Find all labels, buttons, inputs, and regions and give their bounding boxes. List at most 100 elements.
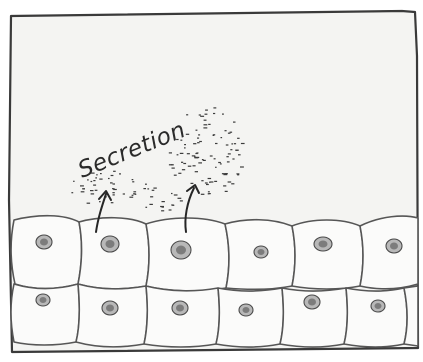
secretion-particle bbox=[73, 181, 75, 182]
epithelial-cell bbox=[78, 218, 149, 289]
secretion-particle bbox=[91, 181, 93, 182]
secretion-particle bbox=[186, 114, 188, 115]
secretion-particle bbox=[178, 173, 181, 174]
secretion-particle bbox=[222, 114, 224, 115]
secretion-particle bbox=[230, 149, 232, 150]
secretion-particle bbox=[87, 203, 91, 204]
epithelial-cell bbox=[144, 286, 219, 347]
secretion-particle bbox=[95, 190, 98, 191]
secretion-particle bbox=[177, 154, 179, 155]
secretion-particle bbox=[119, 173, 121, 174]
secretion-particle bbox=[206, 184, 209, 185]
secretion-particle bbox=[193, 165, 196, 166]
secretion-particle bbox=[198, 134, 200, 135]
secretion-particle bbox=[209, 182, 211, 183]
epithelial-cell bbox=[280, 288, 347, 347]
secretion-particle bbox=[180, 200, 183, 201]
secretion-particle bbox=[225, 130, 227, 131]
secretion-particle bbox=[171, 193, 173, 194]
secretion-particle bbox=[184, 144, 186, 145]
epithelial-cell bbox=[11, 216, 81, 289]
secretion-particle bbox=[197, 138, 199, 139]
secretion-particle bbox=[195, 153, 197, 154]
secretion-particle bbox=[145, 207, 147, 208]
secretion-particle bbox=[153, 188, 156, 189]
secretion-particle bbox=[214, 158, 216, 159]
secretion-particle bbox=[236, 150, 238, 151]
secretion-particle bbox=[232, 158, 234, 159]
epithelial-cell bbox=[76, 284, 147, 347]
secretion-particle bbox=[228, 153, 231, 154]
secretion-particle bbox=[231, 143, 233, 144]
secretion-particle bbox=[93, 180, 95, 181]
secretion-particle bbox=[187, 153, 190, 154]
secretion-particle bbox=[192, 155, 196, 156]
secretion-particle bbox=[147, 188, 149, 189]
secretion-particle bbox=[80, 185, 84, 186]
secretion-particle bbox=[198, 162, 202, 163]
secretion-particle bbox=[205, 110, 208, 111]
secretion-particle bbox=[230, 132, 233, 133]
secretion-particle bbox=[204, 120, 207, 121]
secretion-particle bbox=[220, 163, 222, 164]
secretion-particle bbox=[174, 194, 178, 195]
secretion-particle bbox=[231, 183, 234, 184]
secretion-particle bbox=[188, 166, 192, 167]
secretion-particle bbox=[145, 184, 147, 185]
secretion-particle bbox=[228, 181, 232, 182]
secretion-particle bbox=[162, 201, 165, 202]
secretion-particle bbox=[201, 194, 205, 195]
secretion-particle bbox=[215, 143, 218, 144]
secretion-particle bbox=[208, 191, 210, 192]
secretion-particle bbox=[210, 181, 213, 182]
secretion-particle bbox=[205, 182, 208, 183]
secretion-particle bbox=[133, 191, 136, 192]
secretion-particle bbox=[199, 114, 201, 115]
secretion-particle bbox=[172, 205, 174, 206]
secretion-particle bbox=[129, 197, 133, 198]
secretion-particle bbox=[132, 181, 134, 182]
secretion-particle bbox=[213, 107, 216, 108]
secretion-particle bbox=[150, 196, 153, 197]
secretion-particle bbox=[152, 190, 155, 191]
secretion-particle bbox=[195, 157, 199, 158]
secretion-particle bbox=[191, 183, 194, 184]
secretion-particle bbox=[238, 154, 241, 155]
secretion-particle bbox=[197, 142, 200, 143]
secretion-particle bbox=[135, 194, 137, 195]
secretion-particle bbox=[111, 175, 114, 176]
secretion-particle bbox=[221, 137, 223, 138]
secretion-particle bbox=[99, 201, 101, 202]
secretion-particle bbox=[90, 190, 94, 191]
secretion-particle bbox=[91, 193, 95, 194]
epithelial-cell bbox=[146, 218, 229, 291]
epithelial-cell bbox=[11, 284, 79, 345]
secretion-particle bbox=[161, 210, 164, 211]
secretion-particle bbox=[222, 173, 226, 174]
secretion-particle bbox=[113, 183, 116, 184]
secretion-particle bbox=[241, 143, 245, 144]
secretion-particle bbox=[193, 143, 196, 144]
top-cell-row bbox=[11, 216, 418, 291]
secretion-particle bbox=[183, 163, 186, 164]
bottom-cell-row bbox=[11, 284, 418, 347]
secretion-particle bbox=[213, 113, 215, 114]
secretion-particle bbox=[169, 209, 172, 210]
secretion-particle bbox=[181, 162, 183, 163]
secretion-particle bbox=[202, 159, 204, 160]
secretion-particle bbox=[169, 164, 173, 165]
epithelial-cell bbox=[360, 216, 418, 289]
epithelial-cell bbox=[216, 288, 283, 347]
secretion-particle bbox=[99, 179, 102, 180]
secretion-particle bbox=[237, 138, 240, 139]
secretion-particle bbox=[169, 152, 172, 153]
secretion-particle bbox=[132, 195, 134, 196]
secretion-particle bbox=[213, 134, 215, 135]
secretion-particle bbox=[218, 162, 221, 163]
secretion-particle bbox=[204, 124, 208, 125]
secretion-particle bbox=[214, 181, 217, 182]
secretion-particle bbox=[203, 127, 207, 128]
secretion-particle bbox=[182, 169, 185, 170]
secretion-particle bbox=[174, 175, 177, 176]
secretion-particle bbox=[225, 173, 228, 174]
